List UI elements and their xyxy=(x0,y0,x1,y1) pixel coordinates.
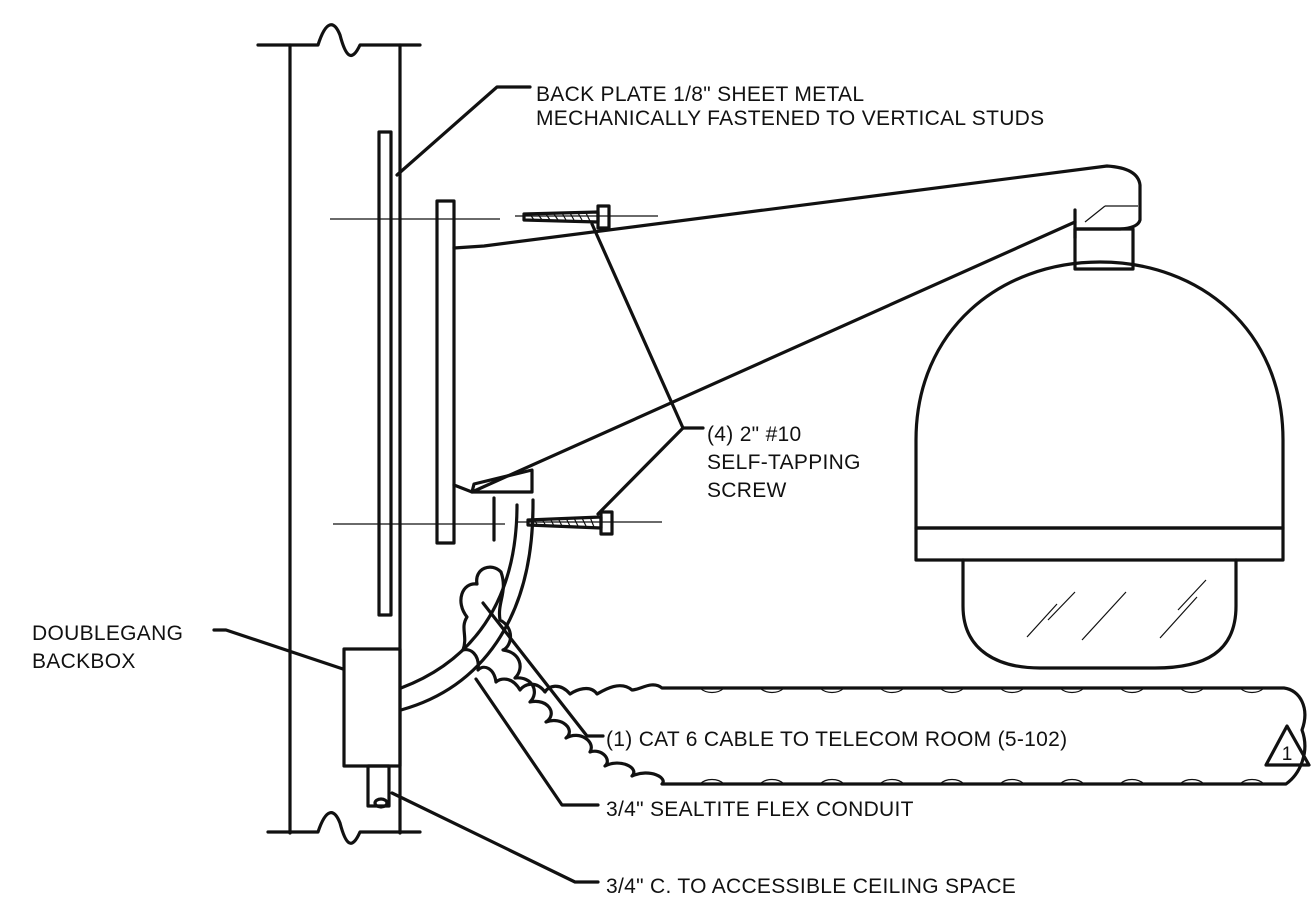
label-flex-conduit: 3/4" SEALTITE FLEX CONDUIT xyxy=(606,798,914,821)
wall-studs xyxy=(256,23,422,845)
doublegang-backbox xyxy=(342,647,402,809)
label-cat6-cable: (1) CAT 6 CABLE TO TELECOM ROOM (5-102) xyxy=(606,728,1067,751)
back-plate xyxy=(377,130,393,617)
label-back-plate-2: MECHANICALLY FASTENED TO VERTICAL STUDS xyxy=(536,107,1044,130)
revision-number: 1 xyxy=(1282,744,1293,765)
label-back-plate-1: BACK PLATE 1/8" SHEET METAL xyxy=(536,83,864,106)
screw-upper xyxy=(522,204,611,230)
mount-flange xyxy=(435,199,456,545)
revision-cloud xyxy=(459,565,1307,786)
label-backbox-1: DOUBLEGANG xyxy=(32,622,183,645)
label-backbox-2: BACKBOX xyxy=(32,650,136,673)
camera-dome xyxy=(914,227,1285,670)
flex-conduit xyxy=(399,496,535,712)
label-screw-2: SELF-TAPPING xyxy=(707,451,861,474)
revision-triangle: 1 xyxy=(1264,724,1311,767)
label-ceiling-conduit: 3/4" C. TO ACCESSIBLE CEILING SPACE xyxy=(606,875,1016,898)
screw-lower xyxy=(526,510,614,536)
leader-lines xyxy=(212,85,705,884)
label-screw-3: SCREW xyxy=(707,479,787,502)
label-screw-1: (4) 2" #10 xyxy=(707,423,802,446)
